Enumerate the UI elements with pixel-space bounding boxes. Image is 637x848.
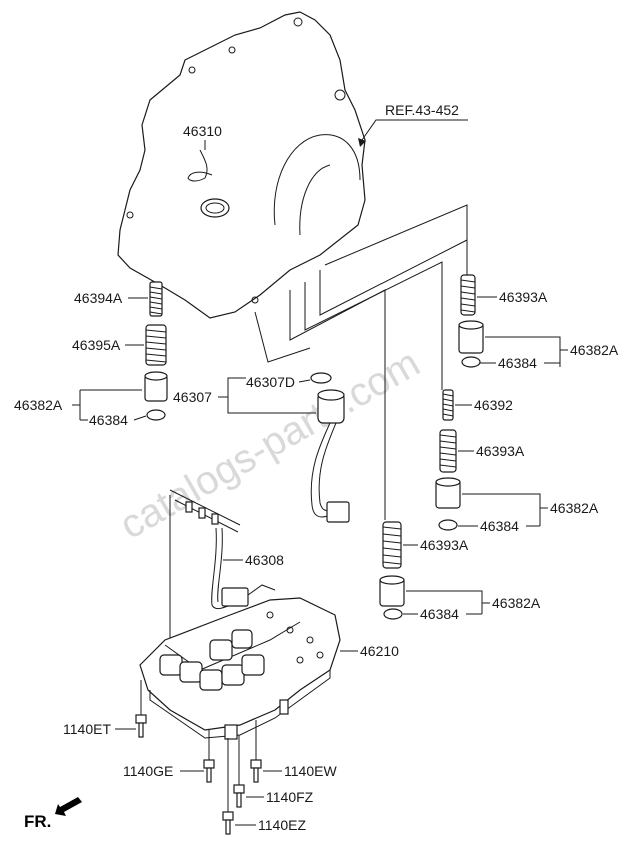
label-46384-left: 46384 [89,412,128,428]
bolt-1140EZ [222,811,234,835]
label-1140FZ: 1140FZ [266,789,314,805]
label-46394A: 46394A [74,290,123,306]
label-ref-43-452: REF.43-452 [385,102,459,118]
label-46392: 46392 [474,397,513,413]
label-46307D: 46307D [246,374,295,390]
plug-46382A-right-2 [435,477,461,531]
label-46384-right-3: 46384 [420,606,459,622]
front-direction-arrow-icon [55,797,82,816]
label-1140EW: 1140EW [284,763,337,779]
spring-46394A [149,281,163,317]
label-1140GE: 1140GE [123,763,173,779]
o-ring-46307D [310,372,332,384]
label-46210: 46210 [360,643,399,659]
label-46395A: 46395A [72,337,121,353]
spring-46393A-1 [460,274,476,316]
part-46310-seal [187,140,230,218]
bolt-1140ET [135,714,147,738]
label-46382A-right-3: 46382A [492,595,541,611]
spring-46393A-2 [439,429,457,473]
bolt-1140GE [203,759,215,783]
label-46393A-2: 46393A [476,443,525,459]
plug-46382A-right-3 [379,575,405,620]
label-46310: 46310 [183,123,222,139]
label-46384-right-1: 46384 [498,355,537,371]
plug-46382A-right-1 [458,320,484,368]
ref-arrow [358,138,366,147]
label-1140ET: 1140ET [63,721,111,737]
label-1140EZ: 1140EZ [258,817,306,833]
direction-label: FR. [24,812,51,831]
spring-46392 [442,389,454,421]
wiring-harness-46308 [169,489,276,640]
label-46393A-3: 46393A [420,537,469,553]
valve-body-46210 [139,597,341,740]
connector-harness-46307 [310,389,350,523]
label-46382A-right-2: 46382A [550,500,599,516]
ref-leader [361,119,385,141]
spring-46395A [145,324,167,366]
label-46382A-right-1: 46382A [570,342,619,358]
label-46382A-left: 46382A [14,397,63,413]
label-46307: 46307 [173,389,212,405]
transmission-case [117,11,366,319]
plug-46382A-left [144,371,168,421]
bolt-1140EW [250,759,262,783]
label-46384-right-2: 46384 [480,518,519,534]
valve-bore-guides [254,204,468,520]
label-46393A-1: 46393A [499,289,548,305]
bolt-1140FZ [233,784,245,808]
spring-46393A-3 [382,521,402,569]
label-46308: 46308 [245,552,284,568]
